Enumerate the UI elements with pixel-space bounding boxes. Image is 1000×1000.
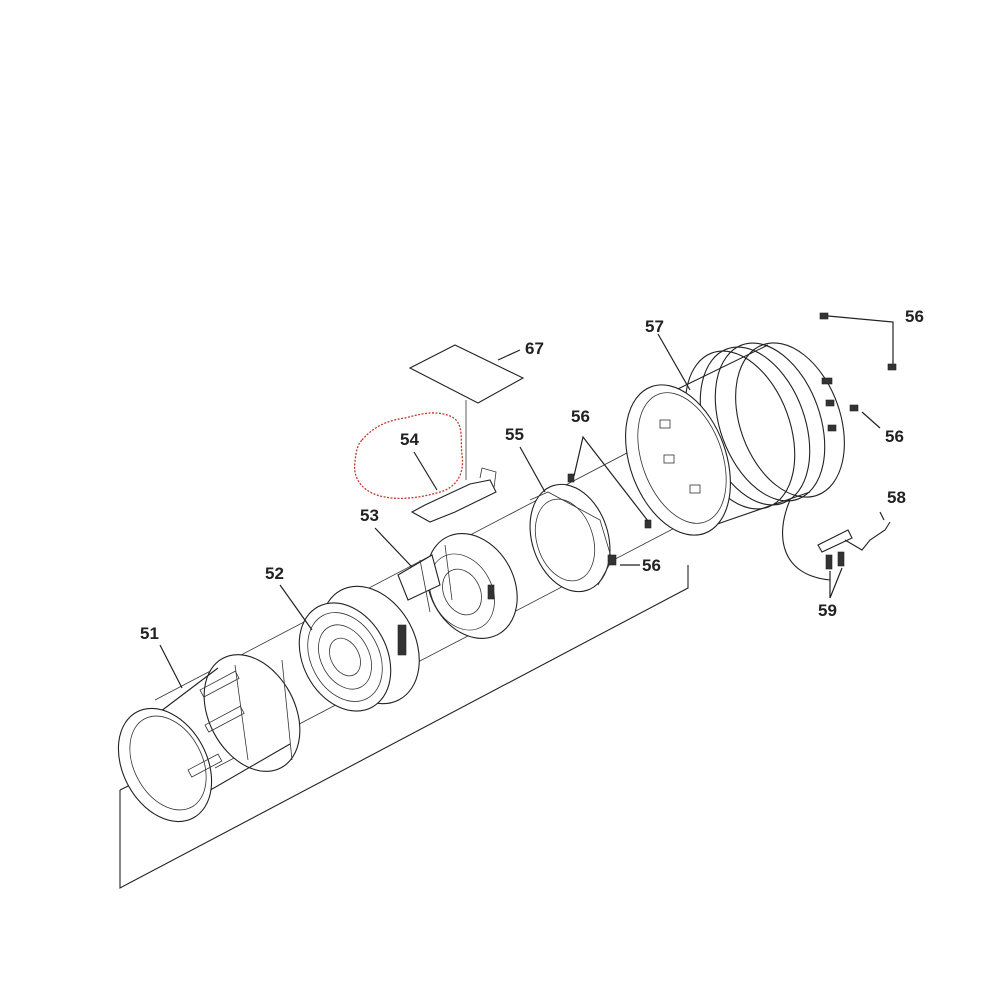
- label-59: 59: [818, 601, 837, 620]
- part-labels: 51 52 53 54 55 56 56 56 56 57 58 59 67: [140, 307, 924, 643]
- label-54: 54: [400, 430, 419, 449]
- label-53: 53: [360, 506, 379, 525]
- part-51-barrel: [117, 654, 301, 823]
- label-56-lower: 56: [642, 556, 661, 575]
- leader-lines: [159, 333, 691, 689]
- part-67-sheet: [408, 344, 525, 480]
- label-55: 55: [505, 425, 524, 444]
- part-58-flex-cable: [782, 499, 891, 581]
- label-56-right: 56: [885, 427, 904, 446]
- part-55-holder: [529, 483, 617, 593]
- label-52: 52: [265, 564, 284, 583]
- part-52-lens-ring: [298, 585, 420, 712]
- label-51: 51: [140, 624, 159, 643]
- part-59-screws: [825, 551, 845, 599]
- screws-56: [567, 312, 897, 566]
- label-58: 58: [887, 488, 906, 507]
- part-57-main-barrel: [625, 342, 845, 536]
- highlight-outline: [353, 412, 464, 499]
- label-56-top: 56: [905, 307, 924, 326]
- part-53-gear-housing: [397, 533, 518, 639]
- label-57: 57: [645, 317, 664, 336]
- label-67: 67: [525, 339, 544, 358]
- part-54-bracket: [353, 412, 497, 523]
- label-56-center: 56: [571, 407, 590, 426]
